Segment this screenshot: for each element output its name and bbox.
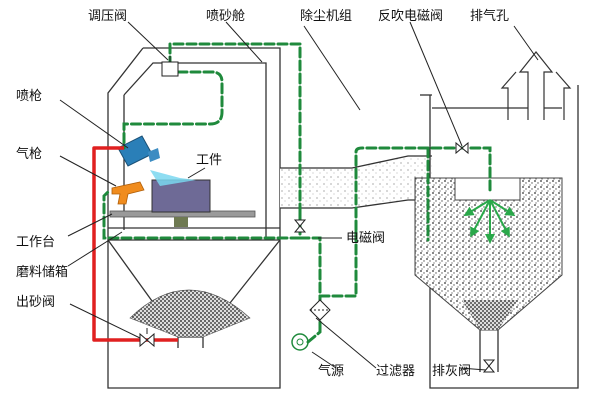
- spray-jet: [150, 170, 196, 186]
- label-filter: 过滤器: [376, 364, 415, 379]
- air-gun-icon: [111, 181, 145, 205]
- abrasive-pile: [129, 289, 251, 338]
- worktable: [109, 210, 256, 227]
- label-workpiece: 工件: [196, 153, 222, 168]
- pressure-valve-icon: [161, 56, 179, 77]
- spray-gun-icon: [117, 135, 160, 167]
- air-pipeline: [102, 42, 492, 334]
- label-pressure-valve: 调压阀: [88, 9, 127, 24]
- backflush-arrows: [463, 199, 516, 244]
- air-source-icon: [291, 330, 322, 351]
- filter-icon: [309, 299, 331, 321]
- label-dust-collector: 除尘机组: [300, 9, 352, 24]
- dust-collector: [414, 85, 579, 389]
- label-sand-outlet-valve: 出砂阀: [16, 295, 55, 310]
- solenoid-valve-icon: [293, 219, 307, 233]
- label-worktable: 工作台: [16, 235, 55, 250]
- label-pulse-solenoid-valve: 反吹电磁阀: [378, 9, 443, 24]
- label-air-gun: 气枪: [16, 146, 42, 162]
- label-abrasive-tank: 磨料储箱: [16, 264, 68, 280]
- leader-lines: [59, 21, 539, 371]
- label-blast-chamber: 喷砂舱: [206, 9, 245, 24]
- label-exhaust-port: 排气孔: [470, 8, 509, 24]
- label-air-source: 气源: [318, 363, 344, 379]
- sand-pipeline: [92, 146, 178, 342]
- pulse-solenoid-valve-icon: [455, 141, 469, 155]
- label-ash-valve: 排灰阀: [432, 364, 471, 379]
- exhaust-arrow-icon: [500, 51, 572, 120]
- label-spray-gun: 喷枪: [16, 88, 42, 104]
- ash-valve-icon: [482, 359, 496, 373]
- label-solenoid-valve: 电磁阀: [346, 231, 385, 246]
- sand-outlet-valve-icon: [139, 328, 155, 348]
